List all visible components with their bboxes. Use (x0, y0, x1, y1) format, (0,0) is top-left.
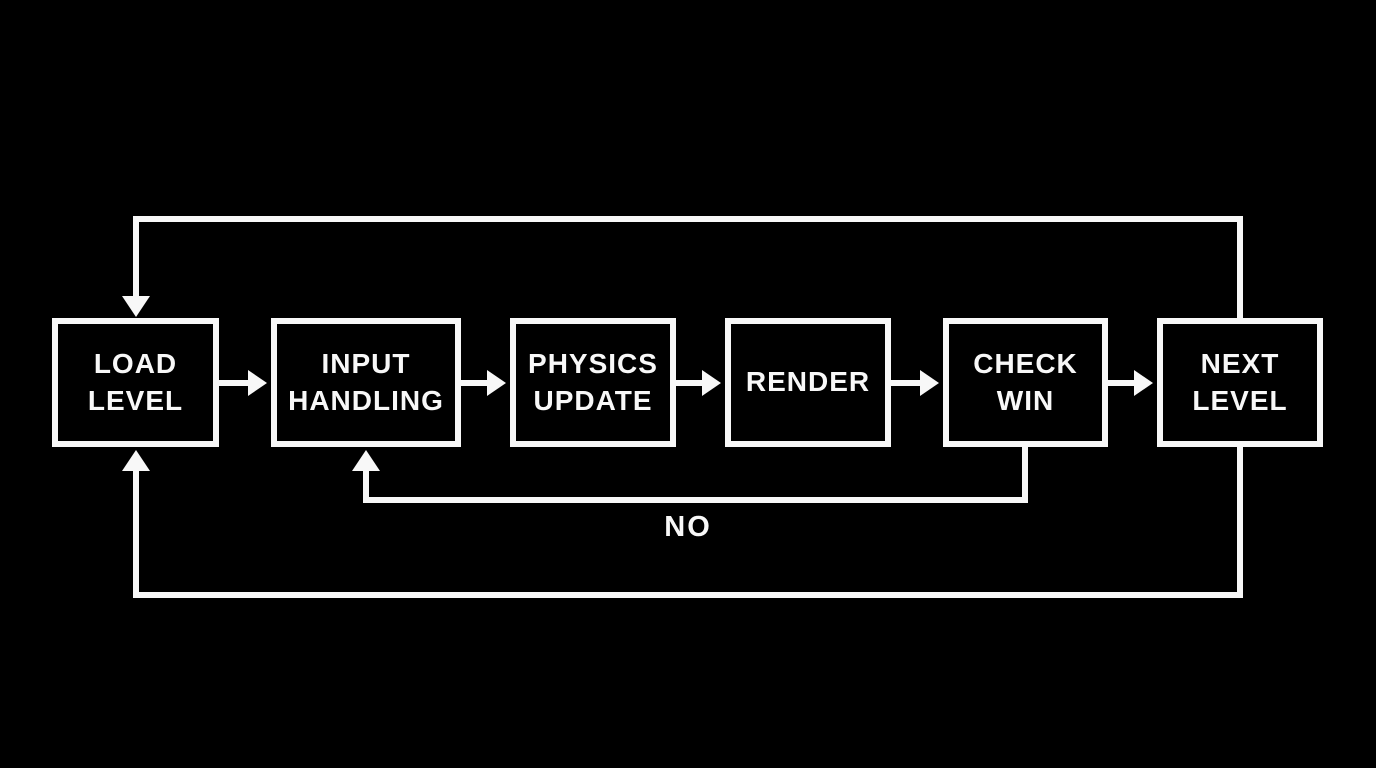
node-load-level: LOAD LEVEL (52, 318, 219, 447)
node-check-win-label: CHECK WIN (973, 347, 1078, 416)
node-check-win: CHECK WIN (943, 318, 1108, 447)
edge-next-level-to-load-level-top-line (133, 216, 1243, 320)
edge-next-level-to-load-level-bottom-line (133, 445, 1243, 598)
node-render-label: RENDER (745, 366, 871, 398)
arrowhead-into-check-win-icon (920, 370, 939, 396)
arrowhead-into-input-handling-icon (248, 370, 267, 396)
node-load-level-label: LOAD LEVEL (87, 347, 184, 416)
node-render: RENDER (725, 318, 891, 447)
node-input-handling: INPUT HANDLING (271, 318, 461, 447)
node-physics-update: PHYSICS UPDATE (510, 318, 676, 447)
arrowhead-into-input-handling-bottom-icon (352, 450, 380, 471)
arrowhead-into-load-level-top-icon (122, 296, 150, 317)
arrowhead-into-load-level-bottom-icon (122, 450, 150, 471)
node-next-level-label: NEXT LEVEL (1192, 347, 1288, 416)
node-input-handling-label: INPUT HANDLING (288, 347, 444, 416)
arrowhead-into-render-icon (702, 370, 721, 396)
node-physics-update-label: PHYSICS UPDATE (528, 347, 658, 416)
edge-check-win-to-input-handling-no-line (363, 445, 1028, 503)
edge-label-no: NO (664, 511, 712, 543)
node-next-level: NEXT LEVEL (1157, 318, 1323, 447)
arrowhead-into-physics-update-icon (487, 370, 506, 396)
arrowhead-into-next-level-icon (1134, 370, 1153, 396)
